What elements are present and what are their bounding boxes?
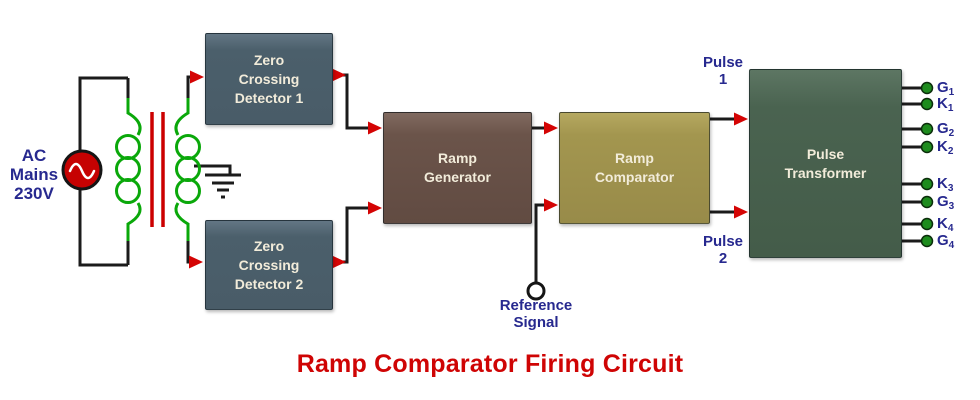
ac-mains-line: Mains (9, 165, 59, 184)
pulse-1-label: Pulse 1 (692, 54, 754, 88)
terminal-label-g3: G3 (937, 193, 955, 212)
ground-icon (205, 173, 241, 199)
diagram-title: Ramp Comparator Firing Circuit (296, 350, 684, 378)
terminal-label-g2: G2 (937, 120, 955, 139)
ac-source-icon (61, 149, 103, 191)
block-ramp-comparator: Ramp Comparator (559, 112, 710, 224)
block-label: Zero Crossing Detector 1 (234, 51, 304, 106)
pulse-2-number: 2 (718, 250, 728, 267)
block-ramp-generator: Ramp Generator (383, 112, 532, 224)
block-label: Ramp Comparator (594, 150, 675, 185)
block-zero-crossing-detector-2: Zero Crossing Detector 2 (205, 220, 333, 310)
reference-word: Signal (513, 314, 559, 331)
ac-mains-line: AC (21, 146, 47, 165)
reference-terminal-icon (526, 281, 546, 301)
terminal-label-k1: K1 (937, 95, 954, 114)
transformer-icon (115, 98, 201, 241)
block-zero-crossing-detector-1: Zero Crossing Detector 1 (205, 33, 333, 125)
terminal-label-k3: K3 (937, 175, 954, 194)
block-label: Zero Crossing Detector 2 (234, 237, 304, 292)
ac-mains-line: 230V (14, 184, 54, 203)
block-label: Ramp Generator (424, 150, 491, 185)
pulse-1-word: Pulse (702, 54, 744, 71)
reference-signal-label: Reference Signal (486, 297, 586, 331)
block-pulse-transformer: Pulse Transformer (749, 69, 902, 258)
block-label: Pulse Transformer (784, 145, 867, 181)
pulse-2-word: Pulse (702, 233, 744, 250)
terminal-dots (920, 81, 934, 248)
terminal-label-g1: G1 (937, 79, 955, 98)
ac-mains-label: AC Mains 230V (2, 146, 66, 203)
pulse-2-label: Pulse 2 (692, 233, 754, 267)
pulse-1-number: 1 (718, 71, 728, 88)
reference-word: Reference (499, 297, 573, 314)
terminal-label-k4: K4 (937, 215, 954, 234)
terminal-label-k2: K2 (937, 138, 954, 157)
terminal-label-g4: G4 (937, 232, 955, 251)
